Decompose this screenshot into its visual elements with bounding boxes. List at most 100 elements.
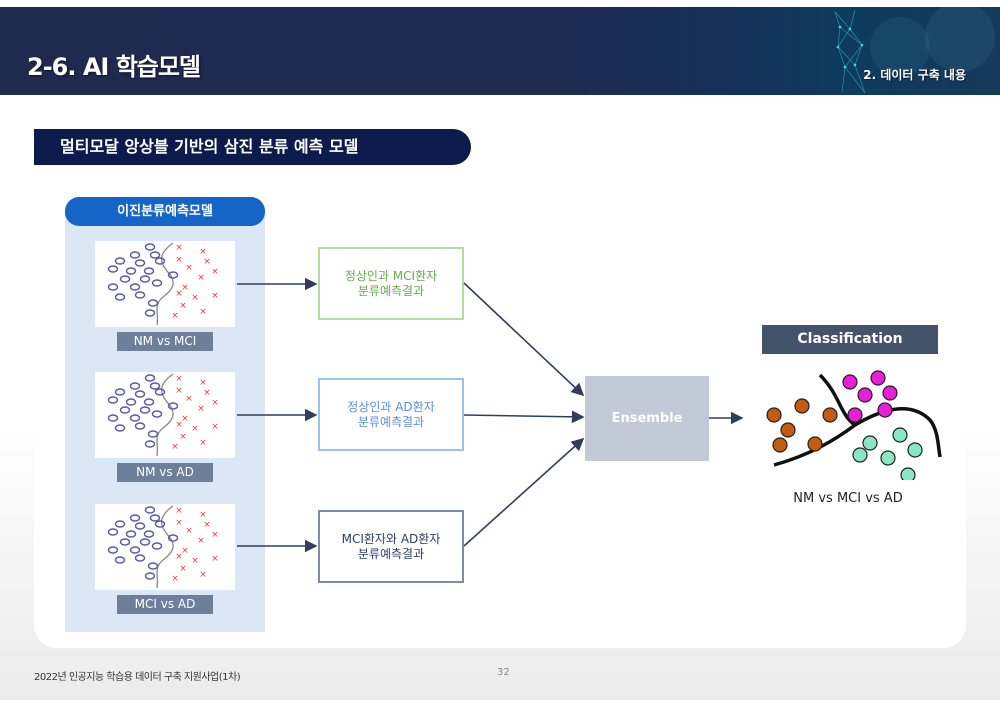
decision-boundary bbox=[156, 242, 174, 326]
class-a-point bbox=[149, 514, 161, 522]
class-ad-point bbox=[900, 467, 916, 480]
binary-scatter-mci-ad: ×××××××××××××× bbox=[95, 504, 235, 590]
class-a-point bbox=[114, 556, 126, 564]
result-line1: 정상인과 AD환자 bbox=[347, 399, 435, 414]
class-b-point: × bbox=[203, 257, 211, 267]
scatter-plot-icon: ×××××××××××××× bbox=[107, 242, 219, 326]
class-a-point bbox=[144, 572, 156, 580]
header-bar: 2-6. AI 학습모델 2. 데이터 구축 내용 bbox=[0, 7, 1000, 95]
class-ad-point bbox=[880, 450, 896, 466]
class-a-point bbox=[167, 534, 179, 542]
class-b-point: × bbox=[175, 420, 183, 430]
class-b-point: × bbox=[171, 311, 179, 321]
class-b-point: × bbox=[185, 526, 193, 536]
class-mci-point bbox=[847, 407, 863, 423]
class-a-point bbox=[154, 520, 166, 528]
class-a-point bbox=[139, 406, 151, 414]
class-b-point: × bbox=[199, 378, 207, 388]
class-nm-point bbox=[772, 437, 788, 453]
class-a-point bbox=[149, 382, 161, 390]
class-a-point bbox=[149, 251, 161, 259]
class-b-point: × bbox=[175, 386, 183, 396]
class-b-point: × bbox=[199, 247, 207, 257]
ensemble-box: Ensemble bbox=[585, 376, 709, 461]
class-a-point bbox=[119, 538, 131, 546]
decision-boundary bbox=[156, 373, 174, 457]
class-b-point: × bbox=[181, 546, 189, 556]
class-a-point bbox=[144, 309, 156, 317]
classification-caption: NM vs MCI vs AD bbox=[793, 491, 903, 506]
pair-label-nm-mci: NM vs MCI bbox=[117, 332, 213, 351]
class-a-point bbox=[143, 267, 155, 275]
class-a-point bbox=[154, 257, 166, 265]
class-b-point: × bbox=[199, 510, 207, 520]
class-a-point bbox=[134, 422, 146, 430]
class-a-point bbox=[125, 530, 137, 538]
class-b-point: × bbox=[185, 263, 193, 273]
result-line1: MCI환자와 AD환자 bbox=[341, 531, 441, 546]
class-b-point: × bbox=[197, 404, 205, 414]
class-a-point bbox=[129, 283, 141, 291]
class-b-point: × bbox=[175, 374, 183, 384]
class-a-point bbox=[167, 402, 179, 410]
pair-label-nm-ad: NM vs AD bbox=[117, 463, 213, 482]
class-a-point bbox=[134, 259, 146, 267]
class-a-point bbox=[151, 279, 163, 287]
footer-text: 2022년 인공지능 학습용 데이터 구축 지원사업(1차) bbox=[34, 672, 241, 683]
class-nm-point bbox=[766, 407, 782, 423]
class-b-point: × bbox=[181, 414, 189, 424]
class-a-point bbox=[134, 554, 146, 562]
class-a-point bbox=[151, 542, 163, 550]
scatter-plot-icon: ×××××××××××××× bbox=[107, 373, 219, 457]
decision-boundary bbox=[156, 505, 174, 589]
page-number: 32 bbox=[497, 667, 510, 678]
class-boundary bbox=[854, 407, 942, 458]
page-title: 2-6. AI 학습모델 bbox=[27, 53, 201, 81]
class-ad-point bbox=[862, 435, 878, 451]
classification-title: Classification bbox=[762, 325, 938, 354]
class-a-point bbox=[151, 410, 163, 418]
diagram-title: 멀티모달 앙상블 기반의 삼진 분류 예측 모델 bbox=[34, 129, 471, 165]
class-a-point bbox=[114, 257, 126, 265]
class-b-point: × bbox=[175, 552, 183, 562]
class-ad-point bbox=[852, 447, 868, 463]
class-b-point: × bbox=[203, 520, 211, 530]
class-mci-point bbox=[877, 402, 893, 418]
class-a-point bbox=[107, 414, 119, 422]
class-ad-point bbox=[892, 427, 908, 443]
class-a-point bbox=[144, 243, 156, 251]
class-b-point: × bbox=[175, 506, 183, 516]
class-a-point bbox=[107, 283, 119, 291]
class-a-point bbox=[129, 382, 141, 390]
class-b-point: × bbox=[179, 301, 187, 311]
class-b-point: × bbox=[191, 293, 199, 303]
class-b-point: × bbox=[179, 564, 187, 574]
class-b-point: × bbox=[171, 574, 179, 584]
class-a-point bbox=[125, 398, 137, 406]
class-boundary bbox=[773, 373, 859, 467]
class-mci-point bbox=[882, 385, 898, 401]
class-a-point bbox=[139, 538, 151, 546]
class-b-point: × bbox=[185, 394, 193, 404]
class-a-point bbox=[119, 275, 131, 283]
class-b-point: × bbox=[211, 398, 219, 408]
class-b-point: × bbox=[197, 536, 205, 546]
class-a-point bbox=[144, 440, 156, 448]
result-line1: 정상인과 MCI환자 bbox=[344, 268, 438, 283]
ensemble-label: Ensemble bbox=[611, 411, 683, 426]
class-a-point bbox=[129, 414, 141, 422]
class-a-point bbox=[125, 267, 137, 275]
class-nm-point bbox=[822, 407, 838, 423]
class-a-point bbox=[144, 506, 156, 514]
scatter-plot-icon: ×××××××××××××× bbox=[107, 505, 219, 589]
class-a-point bbox=[114, 520, 126, 528]
class-nm-point bbox=[807, 436, 823, 452]
class-b-point: × bbox=[211, 530, 219, 540]
class-b-point: × bbox=[179, 432, 187, 442]
class-b-point: × bbox=[181, 283, 189, 293]
pair-label-mci-ad: MCI vs AD bbox=[117, 595, 213, 614]
class-b-point: × bbox=[175, 518, 183, 528]
result-line2: 분류예측결과 bbox=[357, 283, 425, 298]
